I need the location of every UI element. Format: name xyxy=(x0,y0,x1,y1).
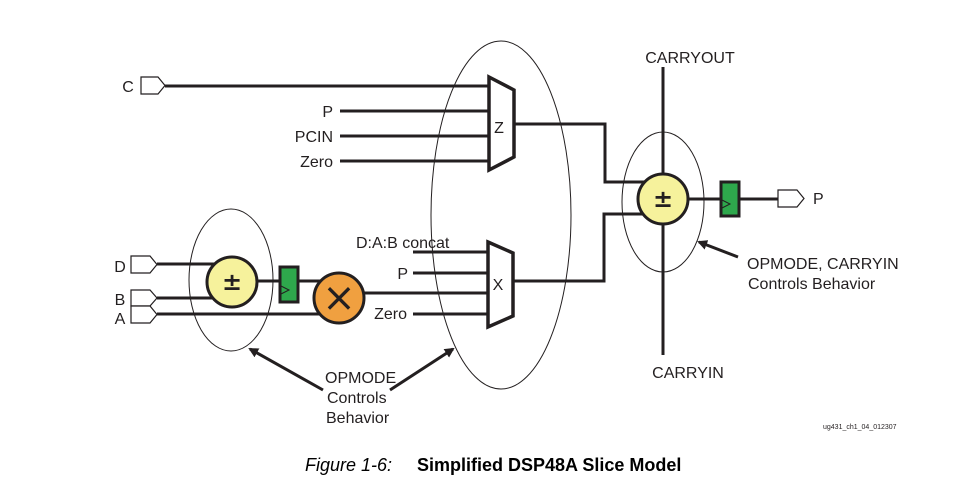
x-input-zero-label: Zero xyxy=(374,306,407,323)
clock-icon xyxy=(280,285,291,295)
z-mux: Z xyxy=(487,74,516,173)
register-block xyxy=(719,180,741,218)
input-c-port xyxy=(140,76,166,95)
opmode-annotation-line3: Behavior xyxy=(326,410,390,427)
plus-minus-icon: ± xyxy=(653,185,673,213)
pre-adder: ± xyxy=(205,255,259,309)
figure-id: ug431_ch1_04_012307 xyxy=(823,424,897,431)
z-input-p-label: P xyxy=(322,104,333,121)
multiplier-circle xyxy=(312,271,366,325)
carryin-label: CARRYIN xyxy=(652,365,724,382)
input-c-label: C xyxy=(122,79,134,96)
output-p-port xyxy=(777,189,805,208)
wire-x-out xyxy=(513,212,643,283)
x-mux: X xyxy=(486,239,515,330)
arrow-to-mux-ellipse xyxy=(389,347,455,392)
multiply-icon: × xyxy=(322,275,356,321)
z-input-pcin-label: PCIN xyxy=(295,129,333,146)
input-a-port xyxy=(130,305,158,324)
input-b: B xyxy=(115,289,213,309)
plus-minus-icon: ± xyxy=(222,268,242,296)
post-adder-annotation-line1: OPMODE, CARRYIN xyxy=(747,256,899,273)
post-adder-annotation-line2: Controls Behavior xyxy=(748,276,876,293)
input-d-label: D xyxy=(114,259,126,276)
caption-label: Figure 1-6: xyxy=(305,455,392,475)
register-block xyxy=(278,265,300,304)
output-p-label: P xyxy=(813,191,824,208)
arrow-to-pre-adder-ellipse xyxy=(248,347,324,392)
output-register xyxy=(719,180,741,218)
x-mux-inputs: D:A:B concat P Zero xyxy=(356,235,488,323)
x-input-p-label: P xyxy=(397,266,408,283)
x-input-concat-label: D:A:B concat xyxy=(356,235,450,252)
input-a: A xyxy=(115,305,321,328)
opmode-annotation-line2: Controls xyxy=(327,390,387,407)
carryout-label: CARRYOUT xyxy=(645,50,735,67)
pre-adder-register xyxy=(278,265,300,304)
input-b-label: B xyxy=(115,292,126,309)
output-p: P xyxy=(777,189,824,208)
caption-title: Simplified DSP48A Slice Model xyxy=(417,455,681,475)
z-mux-body xyxy=(487,74,516,173)
z-mux-label: Z xyxy=(494,120,504,137)
z-mux-inputs: P PCIN Zero xyxy=(295,104,489,171)
input-d-port xyxy=(130,255,158,274)
x-mux-body xyxy=(486,239,515,330)
input-b-port xyxy=(130,289,158,307)
arrow-to-post-adder-ellipse xyxy=(697,240,739,259)
post-adder: ± xyxy=(636,172,690,226)
wire-z-out xyxy=(514,122,645,184)
opmode-annotation-line1: OPMODE xyxy=(325,370,396,387)
input-d: D xyxy=(114,255,215,276)
z-input-zero-label: Zero xyxy=(300,154,333,171)
clock-icon xyxy=(721,199,732,209)
input-c: C xyxy=(122,76,489,96)
x-z-mux-control-ellipse xyxy=(430,40,572,390)
multiplier: × xyxy=(312,271,366,325)
input-a-label: A xyxy=(115,311,126,328)
x-mux-label: X xyxy=(493,277,504,294)
